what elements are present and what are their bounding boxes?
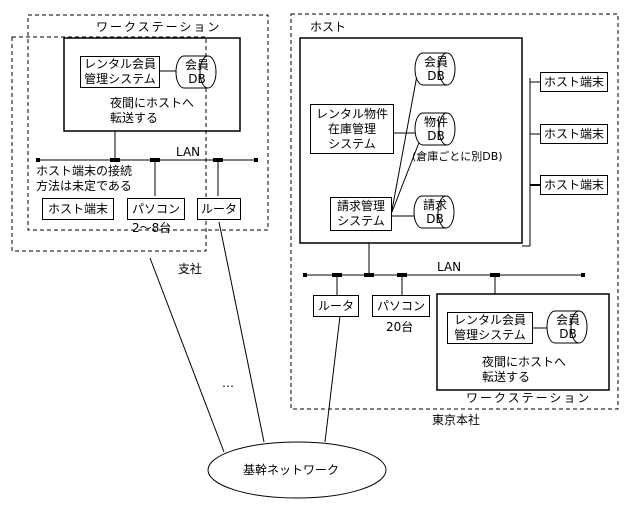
branch-ws-box	[63, 37, 241, 132]
host-member-db-line2: DB	[427, 69, 445, 83]
hq-ws-note: 夜間にホストへ 転送する	[482, 355, 566, 385]
hq-ws-title: ワークステーション	[466, 391, 592, 405]
rental-inventory-system-line1: レンタル物件	[315, 106, 388, 121]
hq-lan-label: LAN	[437, 260, 462, 274]
branch-member-db[interactable]: 会員 DB	[180, 58, 214, 86]
branch-ws-note: 夜間にホストへ 転送する	[110, 96, 194, 126]
hq-label: 東京本社	[432, 413, 481, 427]
backbone-label: 基幹ネットワーク	[243, 463, 340, 477]
rental-inventory-system[interactable]: レンタル物件 在庫管理 システム	[310, 104, 394, 154]
branch-member-system[interactable]: レンタル会員 管理システム	[80, 56, 160, 88]
hq-ws-box	[436, 293, 610, 391]
hq-member-system-line1: レンタル会員	[453, 313, 526, 327]
branch-member-db-line1: 会員	[184, 58, 209, 72]
branch-terminal-note-line2: 方法は未定である	[36, 179, 132, 193]
branch-label: 支社	[178, 262, 203, 276]
hq-host-terminal-2[interactable]: ホスト端末	[540, 124, 608, 144]
branch-host-terminal[interactable]: ホスト端末	[42, 198, 114, 220]
branch-outer-dashed	[11, 36, 207, 252]
host-billing-db-line2: DB	[426, 212, 444, 226]
hq-pc[interactable]: パソコン	[372, 295, 430, 317]
hq-member-system[interactable]: レンタル会員 管理システム	[447, 312, 533, 344]
branch-member-db-line2: DB	[188, 72, 206, 86]
branch-pc[interactable]: パソコン	[127, 198, 185, 220]
hq-pc-count: 20台	[386, 320, 414, 334]
more-branches-ellipsis: …	[222, 376, 234, 390]
branch-terminal-note-line1: ホスト端末の接続	[36, 164, 133, 178]
branch-lan-label: LAN	[176, 145, 201, 159]
host-billing-db[interactable]: 請求 DB	[418, 198, 452, 226]
property-db-note: (倉庫ごとに別DB)	[412, 150, 503, 163]
billing-system-line2: システム	[337, 214, 385, 228]
branch-ws-note-line2: 転送する	[110, 111, 159, 125]
branch-router[interactable]: ルータ	[197, 198, 241, 220]
host-property-db-line1: 物件	[423, 115, 448, 129]
hq-host-terminal-3[interactable]: ホスト端末	[540, 175, 608, 195]
host-member-db[interactable]: 会員 DB	[419, 55, 453, 83]
rental-inventory-system-line3: システム	[328, 136, 376, 151]
hq-member-db-line2: DB	[559, 327, 577, 341]
hq-router[interactable]: ルータ	[313, 295, 359, 317]
branch-pc-count: 2～8台	[132, 221, 172, 235]
hq-ws-note-line2: 転送する	[482, 370, 531, 384]
host-property-db[interactable]: 物件 DB	[419, 115, 453, 143]
hq-member-db[interactable]: 会員 DB	[551, 313, 585, 341]
billing-system-line1: 請求管理	[336, 199, 385, 213]
host-billing-db-line1: 請求	[422, 198, 447, 212]
host-title: ホスト	[310, 20, 347, 34]
hq-member-db-line1: 会員	[555, 313, 580, 327]
host-box	[299, 37, 523, 244]
backbone-ellipse	[207, 441, 387, 499]
branch-ws-title: ワークステーション	[96, 20, 222, 34]
host-member-db-line1: 会員	[423, 55, 448, 69]
hq-ws-note-line1: 夜間にホストへ	[482, 355, 567, 369]
branch-member-system-line1: レンタル会員	[83, 57, 156, 71]
branch-terminal-note: ホスト端末の接続 方法は未定である	[36, 164, 132, 194]
rental-inventory-system-line2: 在庫管理	[327, 121, 376, 136]
hq-member-system-line2: 管理システム	[454, 328, 526, 342]
branch-ws-note-line1: 夜間にホストへ	[110, 96, 195, 110]
host-property-db-line2: DB	[427, 129, 445, 143]
branch-member-system-line2: 管理システム	[84, 72, 156, 86]
hq-host-terminal-1[interactable]: ホスト端末	[540, 72, 608, 92]
hq-dashed	[290, 13, 619, 410]
branch-inner-dashed	[27, 14, 269, 231]
billing-system[interactable]: 請求管理 システム	[330, 197, 392, 231]
